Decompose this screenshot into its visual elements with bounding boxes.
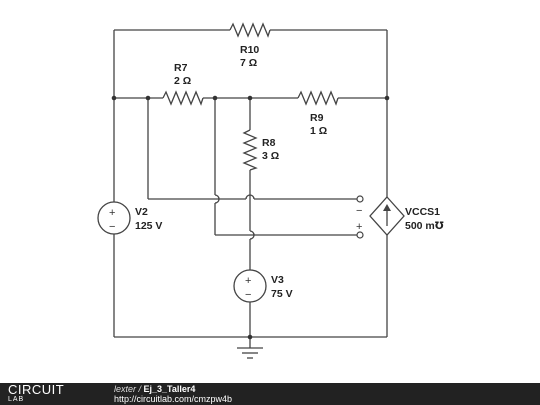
v2-minus-sign: − (109, 221, 115, 233)
r9-name: R9 (310, 112, 324, 124)
author-line: lexter / Ej_3_Taller4 (114, 384, 195, 394)
resistor-r8[interactable] (242, 129, 258, 171)
r9-value: 1 Ω (310, 125, 327, 137)
v2-name: V2 (135, 206, 148, 218)
resistor-r7[interactable] (162, 90, 204, 106)
vccs-source[interactable] (369, 196, 405, 236)
control-minus-sign: − (356, 205, 362, 217)
author-name[interactable]: lexter (114, 384, 137, 394)
project-url[interactable]: http://circuitlab.com/cmzpw4b (114, 394, 233, 404)
circuit-diagram: R10 7 Ω R7 2 Ω R9 1 Ω R8 3 Ω − + (97, 22, 444, 359)
r8-name: R8 (262, 137, 276, 149)
r10-value: 7 Ω (240, 57, 257, 69)
vccs-value: 500 m℧ (405, 220, 444, 232)
control-terminal-plus[interactable] (356, 231, 364, 239)
voltage-source-v2[interactable]: + − (97, 201, 131, 235)
wire-r8-v3 (249, 170, 255, 270)
circuitlab-logo-sub: LAB (8, 396, 25, 403)
v3-value: 75 V (271, 288, 293, 300)
project-title[interactable]: Ej_3_Taller4 (143, 384, 196, 394)
wire-top (113, 29, 388, 98)
arrow-up-icon (383, 204, 391, 211)
v3-plus-sign: + (245, 275, 251, 287)
control-terminal-minus[interactable] (356, 195, 364, 203)
vccs-name: VCCS1 (405, 206, 440, 218)
v2-plus-sign: + (109, 207, 115, 219)
circuitlab-logo[interactable]: CIRCUIT (8, 382, 65, 397)
resistor-r9[interactable] (297, 90, 339, 106)
r7-name: R7 (174, 62, 188, 74)
v2-value: 125 V (135, 220, 162, 232)
resistor-r10[interactable] (229, 22, 271, 38)
r10-name: R10 (240, 44, 259, 56)
voltage-source-v3[interactable]: + − (233, 269, 267, 303)
junction-dots (111, 95, 390, 340)
ground-icon (237, 347, 263, 359)
v3-name: V3 (271, 274, 284, 286)
wire-control-plus (214, 98, 357, 236)
control-plus-sign: + (356, 221, 362, 233)
path-separator: / (136, 384, 144, 394)
footer-bar: CIRCUIT LAB lexter / Ej_3_Taller4 http:/… (0, 383, 540, 405)
r8-value: 3 Ω (262, 150, 279, 162)
wire-control-minus (147, 98, 357, 200)
r7-value: 2 Ω (174, 75, 191, 87)
v3-minus-sign: − (245, 289, 251, 301)
